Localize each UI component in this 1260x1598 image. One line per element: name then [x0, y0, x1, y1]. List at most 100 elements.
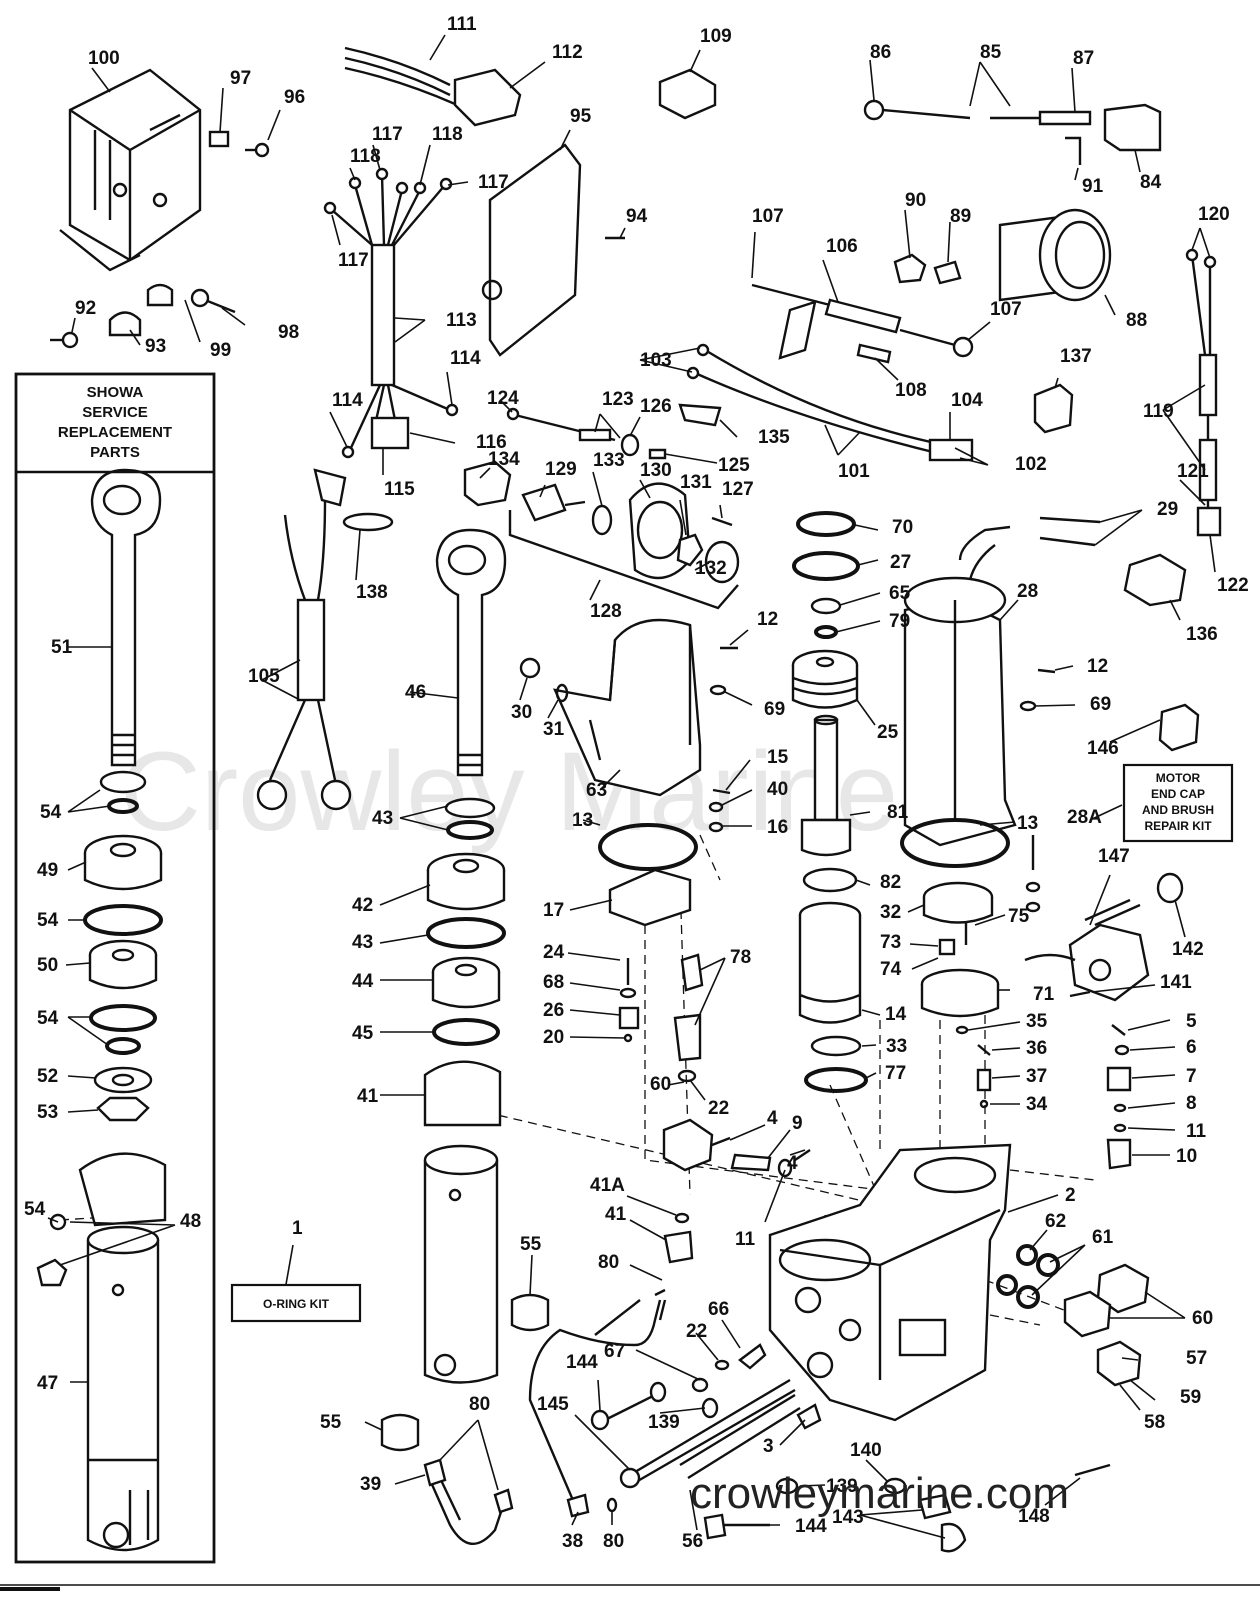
- fitting-39a: [423, 1458, 447, 1487]
- tube-145: [528, 1299, 667, 1506]
- callout-44: 44: [352, 971, 374, 992]
- cylinder-41: [423, 1060, 502, 1384]
- screw-15: [712, 788, 731, 795]
- oring-33: [810, 1035, 862, 1057]
- callout-106: 106: [826, 236, 858, 257]
- callout-98: 98: [278, 322, 299, 343]
- oring-70: [796, 511, 856, 537]
- harness-113: [323, 167, 459, 459]
- valve-26: [618, 1006, 640, 1030]
- callout-55: 55: [320, 1412, 342, 1433]
- oring-54c: [89, 1004, 157, 1032]
- wires-103: [694, 348, 946, 457]
- callout-118: 118: [350, 146, 381, 167]
- callout-71: 71: [1033, 984, 1055, 1005]
- gauge-88: [998, 208, 1112, 302]
- oring-22b: [714, 1359, 730, 1371]
- washer-139c: [775, 1477, 799, 1495]
- callout-100: 100: [88, 48, 120, 69]
- callout-109: 109: [700, 26, 732, 47]
- callout-136: 136: [1186, 624, 1218, 645]
- pin-9: [730, 1153, 772, 1172]
- callout-137: 137: [1060, 346, 1092, 367]
- bulb-89: [933, 260, 962, 285]
- seal-43a: [444, 797, 496, 819]
- callout-53: 53: [37, 1102, 58, 1123]
- callout-8: 8: [1186, 1093, 1197, 1114]
- callout-46: 46: [405, 682, 426, 703]
- callout-28: 28: [1017, 581, 1038, 602]
- callout-10: 10: [1176, 1146, 1197, 1167]
- callout-114: 114: [332, 390, 363, 411]
- screw-98-head: [190, 288, 210, 308]
- callout-108: 108: [895, 380, 927, 401]
- washer-a: [1025, 881, 1041, 893]
- sleeve-104: [928, 438, 974, 462]
- hose-clamp-138: [342, 512, 394, 532]
- oring-79: [814, 625, 838, 639]
- callout-1: 1: [292, 1218, 303, 1239]
- clip-part: [208, 130, 230, 148]
- callout-24: 24: [543, 942, 565, 963]
- callout-63: 63: [586, 780, 607, 801]
- callout-140: 140: [850, 1440, 882, 1461]
- plug-146: [1158, 703, 1200, 752]
- showa-line-4: PARTS: [90, 444, 140, 461]
- callout-60: 60: [650, 1074, 671, 1095]
- callout-107: 107: [752, 206, 784, 227]
- knob-132: [704, 540, 740, 584]
- valve-10: [1106, 1138, 1132, 1170]
- callout-13: 13: [572, 810, 593, 831]
- callout-37: 37: [1026, 1066, 1047, 1087]
- callout-16: 16: [767, 817, 788, 838]
- screw-141: [1069, 990, 1091, 998]
- oring-22a: [677, 1069, 697, 1083]
- callout-22: 22: [708, 1098, 729, 1119]
- callout-29: 29: [1157, 499, 1178, 520]
- clip-135: [678, 403, 722, 427]
- callout-36: 36: [1026, 1038, 1047, 1059]
- piston-rod-46: [435, 528, 507, 777]
- callout-86: 86: [870, 42, 891, 63]
- seal-65: [810, 597, 842, 615]
- callout-119: 119: [1143, 401, 1174, 422]
- callout-114: 114: [450, 348, 481, 369]
- motor-28: [903, 525, 1017, 847]
- plate-17: [608, 868, 692, 927]
- callout-65: 65: [889, 583, 911, 604]
- oring-13a: [598, 823, 698, 871]
- oring-8: [1113, 1103, 1127, 1113]
- callout-82: 82: [880, 872, 901, 893]
- callout-9: 9: [792, 1113, 803, 1134]
- clamp-99: [146, 283, 174, 307]
- fuse-holder-106: [824, 298, 902, 334]
- piston-50: [88, 939, 158, 990]
- callout-80: 80: [469, 1394, 490, 1415]
- oring-54b: [83, 904, 163, 936]
- callout-144: 144: [566, 1352, 598, 1373]
- wire-107a: [751, 283, 831, 307]
- callout-142: 142: [1172, 939, 1204, 960]
- callout-68: 68: [543, 972, 564, 993]
- showa-line-1: SHOWA: [87, 384, 144, 401]
- valve-48: [36, 1258, 68, 1287]
- callout-40: 40: [767, 779, 788, 800]
- callout-123: 123: [602, 389, 634, 410]
- screw-12b: [1037, 668, 1056, 674]
- battery-cables-105: [256, 468, 352, 811]
- spring-4a: [711, 1136, 731, 1147]
- terminal-107: [952, 336, 974, 358]
- motor-kit-line-2: END CAP: [1151, 787, 1205, 801]
- callout-103: 103: [640, 350, 672, 371]
- callout-88: 88: [1126, 310, 1147, 331]
- ball-20: [623, 1033, 633, 1043]
- callout-134: 134: [488, 449, 520, 470]
- screw-127: [711, 516, 733, 527]
- leader-lines: [47, 34, 1216, 1539]
- valve-60a: [662, 1118, 714, 1172]
- oring-62b: [996, 1274, 1018, 1296]
- callout-12: 12: [1087, 656, 1108, 677]
- pin-145-head: [619, 1467, 641, 1489]
- wire-119: [1185, 248, 1222, 537]
- washer-52: [93, 1066, 153, 1094]
